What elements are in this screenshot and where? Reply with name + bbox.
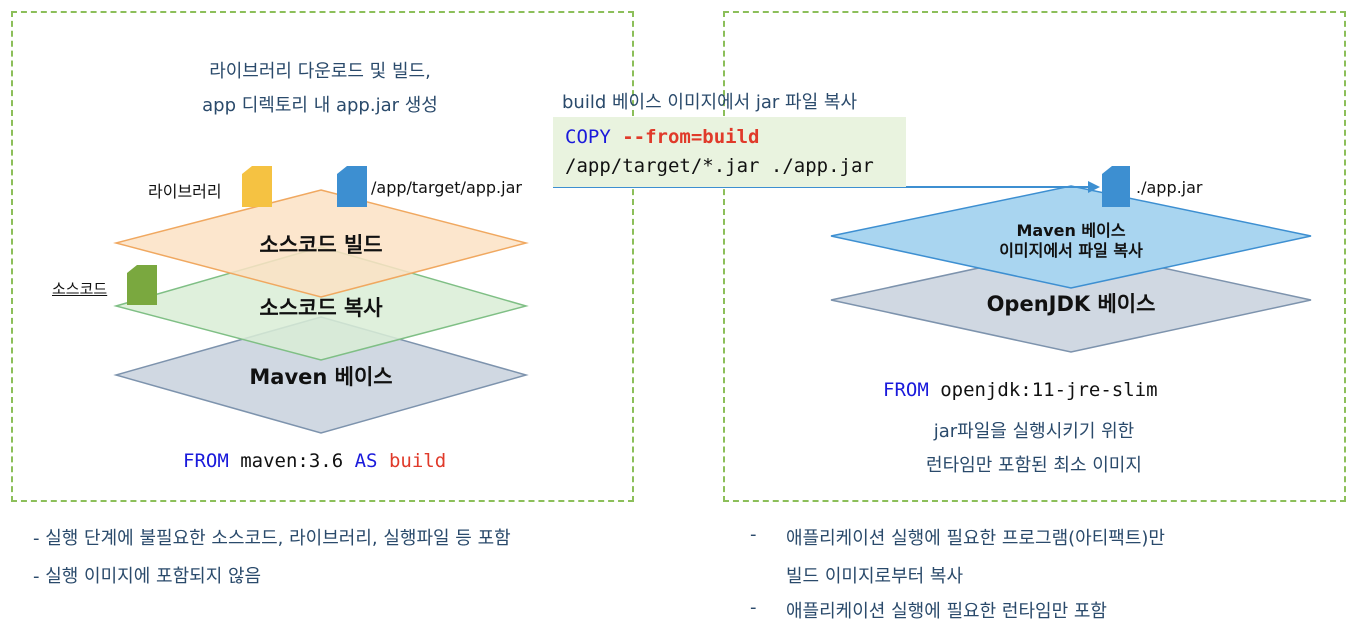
as-keyword: AS (354, 450, 378, 472)
build-from-instruction: FROM maven:3.6 AS build (183, 450, 446, 472)
maven-base-layer (113, 316, 529, 434)
runtime-note: jar파일을 실행시키기 위한 런타임만 포함된 최소 이미지 (834, 415, 1234, 483)
copy-instruction-box: COPY --from=build/app/target/*.jar ./app… (553, 117, 906, 187)
build-note: 라이브러리 다운로드 및 빌드, app 디렉토리 내 app.jar 생성 (120, 55, 520, 123)
copied-jar-file-icon (1102, 166, 1130, 207)
copied-files-layer (830, 185, 1312, 289)
left-bullet-1: - 실행 단계에 불필요한 소스코드, 라이브러리, 실행파일 등 포함 (33, 528, 511, 549)
left-bullet-2: - 실행 이미지에 포함되지 않음 (33, 566, 262, 587)
build-note-line1: 라이브러리 다운로드 및 빌드, (209, 61, 431, 82)
right-bullet-2-line1: 애플리케이션 실행에 필요한 런타임만 포함 (786, 601, 1107, 622)
maven-image: maven:3.6 (228, 450, 355, 472)
runtime-note-line2: 런타임만 포함된 최소 이미지 (926, 455, 1142, 476)
library-file-icon (242, 166, 272, 207)
right-bullet-1-dash: - (750, 524, 757, 545)
source-copy-layer (113, 246, 529, 361)
copied-files-label: Maven 베이스 이미지에서 파일 복사 (921, 221, 1221, 261)
maven-base-label: Maven 베이스 (249, 365, 393, 389)
jar-file-icon (337, 166, 367, 207)
right-bullet-1-line2: 빌드 이미지로부터 복사 (786, 566, 964, 587)
build-note-line2: app 디렉토리 내 app.jar 생성 (202, 95, 438, 116)
right-bullet-1-line1: 애플리케이션 실행에 필요한 프로그램(아티팩트)만 (786, 528, 1165, 549)
copy-caption: build 베이스 이미지에서 jar 파일 복사 (562, 92, 858, 113)
copy-line1: COPY --from=build (565, 123, 906, 152)
source-copy-label: 소스코드 복사 (259, 296, 383, 320)
run-from-instruction: FROM openjdk:11-jre-slim (883, 379, 1158, 401)
copied-files-line2: 이미지에서 파일 복사 (999, 241, 1143, 260)
copied-jar-label: ./app.jar (1136, 178, 1203, 197)
source-build-layer (113, 189, 529, 298)
copy-arrow-head (1088, 181, 1100, 193)
runtime-note-line1: jar파일을 실행시키기 위한 (933, 421, 1135, 442)
library-label: 라이브러리 (148, 182, 222, 201)
from-keyword: FROM (183, 450, 229, 472)
copy-line2: /app/target/*.jar ./app.jar (565, 155, 874, 177)
openjdk-base-label: OpenJDK 베이스 (986, 292, 1156, 316)
stage-name: build (377, 450, 447, 472)
copied-files-line1: Maven 베이스 (1016, 221, 1126, 240)
run-from-keyword: FROM (883, 379, 929, 401)
openjdk-base-layer (830, 247, 1312, 353)
build-stage-panel (11, 11, 634, 502)
run-stage-panel (723, 11, 1346, 502)
copy-keyword: COPY (565, 126, 611, 148)
source-code-label: 소스코드 (52, 280, 108, 298)
right-bullet-2-dash: - (750, 597, 757, 618)
source-build-label: 소스코드 빌드 (259, 233, 383, 257)
copy-from-flag: --from=build (610, 126, 760, 148)
jar-path-label: /app/target/app.jar (371, 178, 522, 197)
source-file-icon (127, 265, 157, 305)
openjdk-image: openjdk:11-jre-slim (928, 379, 1158, 401)
